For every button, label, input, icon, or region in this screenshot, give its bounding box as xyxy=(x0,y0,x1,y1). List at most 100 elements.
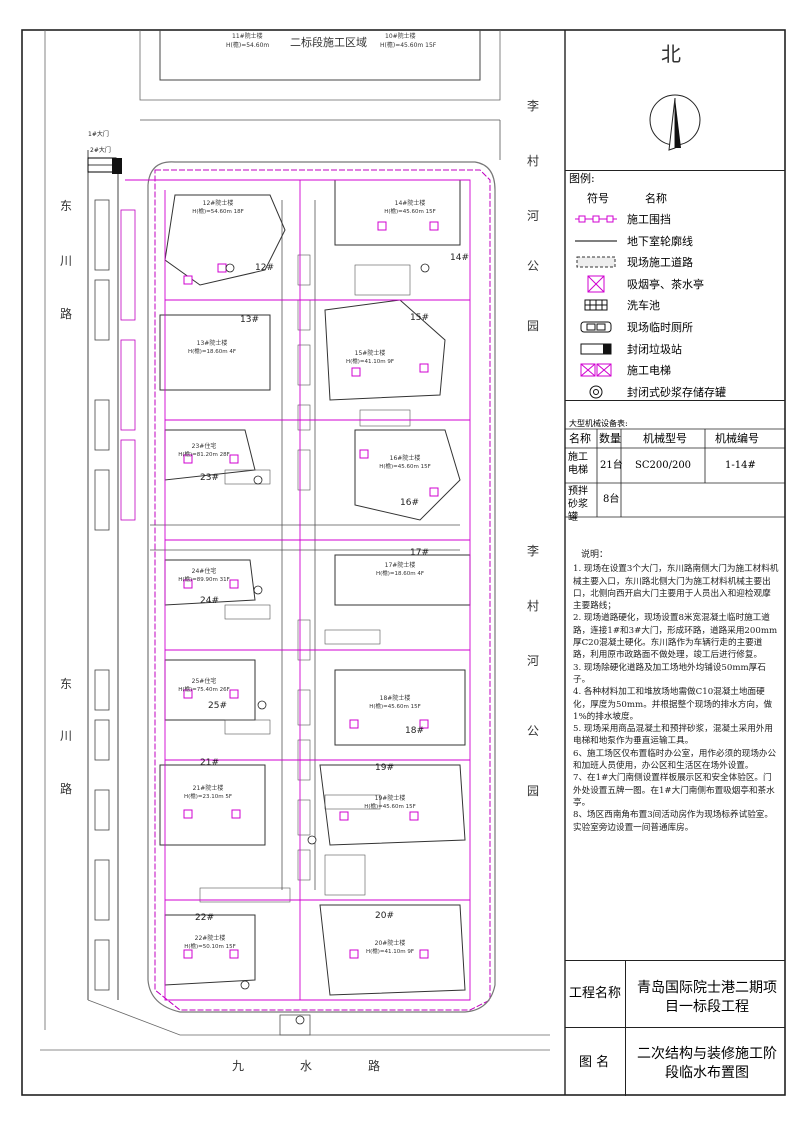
temp-toilet-icon xyxy=(573,316,619,338)
central-road xyxy=(150,200,460,890)
mortar-tank-marks xyxy=(225,263,430,1025)
building-name: 18#院士楼 xyxy=(380,694,411,702)
note-item: 5. 现场采用商品混凝土和预拌砂浆，混凝土采用外用电梯和地泵作为垂直运输工具。 xyxy=(573,724,773,747)
road-right2-char: 河 xyxy=(527,654,539,668)
north-arrow-icon xyxy=(649,94,701,151)
legend-title: 图例: xyxy=(569,172,595,185)
note-item: 3. 现场除硬化道路及加工场地外均铺设50mm厚石子。 xyxy=(573,662,766,685)
water-supply-lines xyxy=(125,179,471,1001)
building-id: 24# xyxy=(200,596,219,606)
legend-label: 封闭式砂浆存储存罐 xyxy=(627,385,726,399)
building-id: 22# xyxy=(195,913,214,923)
road-right-char: 河 xyxy=(527,209,539,223)
equipment-row2-name: 预拌砂浆罐 xyxy=(568,486,588,523)
building-id: 18# xyxy=(405,726,424,736)
road-left-char: 路 xyxy=(60,306,72,321)
gate-2 xyxy=(87,157,122,174)
road-right-char: 公 xyxy=(527,259,539,273)
note-item: 1. 现场在设置3个大门，东川路南侧大门为施工材料机械主要入口，东川路北侧大门为… xyxy=(573,564,779,612)
building-height: H(檐)=50.10m 15F xyxy=(184,942,236,950)
road-right2-char: 村 xyxy=(527,599,539,613)
building-name: 19#院士楼 xyxy=(375,794,406,802)
basement-outline xyxy=(147,161,496,1013)
gate1-label: 1#大门 xyxy=(88,130,109,138)
building-id: 17# xyxy=(410,548,429,558)
building-name: 21#院士楼 xyxy=(193,784,224,792)
legend: 图例: 符号 名称 施工围挡地下室轮廓线现场施工道路吸烟亭、茶水亭洗车池现场临时… xyxy=(565,170,785,399)
note-item: 7、在1#大门南侧设置样板展示区和安全体验区。门外处设置五牌一图。在1#大门南侧… xyxy=(573,773,775,808)
equipment-row2-qty: 8台 xyxy=(603,494,620,505)
note-item: 8、场区西南角布置3间活动房作为现场标养试验室。实验室旁边设置一间普通库房。 xyxy=(573,810,773,833)
building-name: 12#院士楼 xyxy=(203,199,234,207)
building-height: H(檐)=75.40m 26F xyxy=(178,685,230,693)
top-building-height: H(檐)=54.60m xyxy=(226,41,269,49)
notes-title: 说明： xyxy=(581,550,609,560)
building-name: 17#院士楼 xyxy=(385,561,416,569)
note-item: 4. 各种材料加工和堆放场地需做C10混凝土地面硬化，厚度为50mm。并根据整个… xyxy=(573,687,773,722)
legend-row: 封闭垃圾站 xyxy=(565,338,785,360)
road-right-char: 村 xyxy=(527,154,539,168)
building-id: 21# xyxy=(200,758,219,768)
road-left2-char: 川 xyxy=(60,729,72,743)
building-id: 13# xyxy=(240,315,259,325)
sheet-frame xyxy=(21,29,786,1096)
road-bottom-char: 水 xyxy=(300,1059,312,1073)
project-label: 工程名称 xyxy=(569,986,622,1001)
road-right-char: 李 xyxy=(527,98,539,113)
note-item: 2. 现场道路硬化，现场设置8米宽混凝土临时施工道路，连接1#和3#大门，形成环… xyxy=(573,613,778,661)
legend-label: 地下室轮廓线 xyxy=(627,234,693,248)
building-name: 16#院士楼 xyxy=(390,454,421,462)
road-left-char: 东 xyxy=(60,199,72,213)
gate2-label: 2#大门 xyxy=(90,146,111,154)
building-id: 15# xyxy=(410,313,429,323)
legend-label: 封闭垃圾站 xyxy=(627,342,682,356)
legend-label: 现场施工道路 xyxy=(627,256,693,270)
building-height: H(檐)=45.60m 15F xyxy=(364,802,416,810)
title-block: 工程名称 青岛国际院士港二期项目一标段工程 图 名 二次结构与装修施工阶段临水布… xyxy=(565,960,785,1096)
building-id: 25# xyxy=(208,701,227,711)
road-right-char: 园 xyxy=(527,319,539,333)
legend-label: 吸烟亭、茶水亭 xyxy=(627,277,704,291)
top-building-name: 11#院士楼 xyxy=(232,32,263,40)
equipment-row1-model: SC200/200 xyxy=(635,460,692,471)
building-height: H(檐)=45.60m 15F xyxy=(369,702,421,710)
legend-col-name: 名称 xyxy=(645,192,667,205)
building-name: 25#住宅 xyxy=(192,677,217,685)
equipment-table: 大型机械设备表: 名称 数量 机械型号 机械编号 施工电梯 21台 SC200/… xyxy=(565,400,785,541)
building-height: H(檐)=18.60m 4F xyxy=(188,347,236,355)
building-id: 19# xyxy=(375,763,394,773)
road-left-char: 川 xyxy=(60,254,72,268)
south-apron xyxy=(279,1014,311,1036)
construction-elevator-marks xyxy=(183,221,439,959)
equipment-header-qty: 数量 xyxy=(599,432,621,445)
project-name: 青岛国际院士港二期项目一标段工程 xyxy=(637,980,777,1015)
legend-label: 现场临时厕所 xyxy=(627,321,693,334)
legend-row: 现场临时厕所 xyxy=(565,316,785,338)
road-right2-char: 李 xyxy=(527,543,539,558)
building-name: 22#院士楼 xyxy=(195,934,226,942)
equipment-row1-code: 1-14# xyxy=(725,460,756,471)
building-height: H(檐)=41.10m 9F xyxy=(346,357,394,365)
road-bottom-char: 九 xyxy=(232,1059,244,1073)
legend-row: 洗车池 xyxy=(565,294,785,316)
compass: 北 xyxy=(565,30,785,171)
smoking-pavilion-icon xyxy=(573,273,619,295)
legend-row: 现场施工道路 xyxy=(565,251,785,273)
road-right2-char: 公 xyxy=(527,724,539,738)
legend-row: 吸烟亭、茶水亭 xyxy=(565,273,785,295)
legend-label: 施工围挡 xyxy=(627,213,671,226)
building-name: 13#院士楼 xyxy=(197,339,228,347)
building-name: 23#住宅 xyxy=(192,442,217,450)
building-id: 20# xyxy=(375,911,394,921)
legend-row: 施工围挡 xyxy=(565,208,785,230)
building-id: 23# xyxy=(200,473,219,483)
left-facilities xyxy=(94,199,136,991)
site-fence xyxy=(154,169,491,1011)
building-name: 20#院士楼 xyxy=(375,939,406,947)
legend-label: 施工电梯 xyxy=(627,364,671,378)
map-labels: 二标段施工区域11#院士楼H(檐)=54.60m10#院士楼H(檐)=45.60… xyxy=(60,32,539,1073)
legend-row: 地下室轮廓线 xyxy=(565,230,785,252)
equipment-header-name: 名称 xyxy=(569,432,591,445)
